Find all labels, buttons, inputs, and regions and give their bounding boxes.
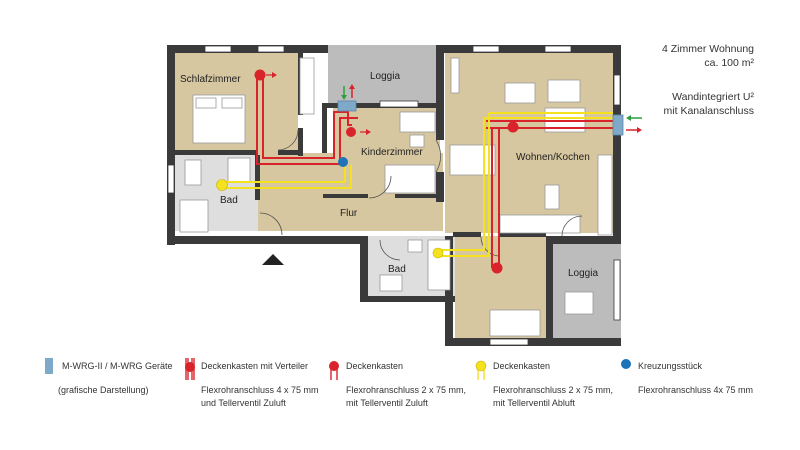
info-line-1: 4 Zimmer Wohnung bbox=[661, 43, 754, 55]
device-icon bbox=[45, 358, 53, 374]
doors bbox=[259, 129, 583, 261]
yellow-box-icon bbox=[475, 360, 487, 380]
legend-yellow-box-desc1: Flexrohranschluss 2 x 75 mm, bbox=[493, 385, 614, 395]
legend-red-distributor-desc2: und Tellerventil Zuluft bbox=[201, 398, 286, 408]
room-label-bad-1: Bad bbox=[220, 195, 238, 206]
legend-yellow-box-title: Deckenkasten bbox=[493, 361, 551, 371]
legend-yellow-box-desc2: mit Tellerventil Abluft bbox=[493, 398, 575, 408]
red-distributor-icon bbox=[185, 358, 195, 380]
legend-device-title: M-WRG-II / M-WRG Geräte bbox=[62, 361, 173, 371]
air-arrows bbox=[341, 84, 642, 133]
legend-cross-desc1: Flexrohranschluss 4x 75 mm bbox=[638, 385, 754, 395]
device-info: Wandintegriert U² mit Kanalanschluss bbox=[664, 90, 754, 118]
mwrg-device-2 bbox=[612, 114, 624, 136]
legend-cross-title: Kreuzungsstück bbox=[638, 361, 703, 371]
floor-loggia-1 bbox=[328, 45, 440, 103]
cross-piece-icon bbox=[621, 359, 631, 369]
walls bbox=[167, 45, 621, 346]
legend-red-box-desc1: Flexrohranschluss 2 x 75 mm, bbox=[346, 385, 467, 395]
red-box-icon bbox=[329, 361, 339, 380]
room-label-loggia-2: Loggia bbox=[568, 268, 598, 279]
legend-red-box-desc2: mit Tellerventil Zuluft bbox=[346, 398, 428, 408]
info-line-2: ca. 100 m² bbox=[704, 57, 754, 69]
legend-red-distributor-title: Deckenkasten mit Verteiler bbox=[201, 361, 309, 371]
info-line-4: mit Kanalanschluss bbox=[663, 105, 754, 117]
ceiling-boxes bbox=[216, 69, 519, 274]
apartment-info: 4 Zimmer Wohnung ca. 100 m² bbox=[662, 42, 754, 70]
room-label-loggia-1: Loggia bbox=[370, 71, 400, 82]
info-line-3: Wandintegriert U² bbox=[672, 91, 754, 103]
legend-red-box-title: Deckenkasten bbox=[346, 361, 404, 371]
floor-wohnen bbox=[445, 53, 613, 233]
room-label-flur: Flur bbox=[340, 208, 358, 219]
floor-loggia-2 bbox=[553, 244, 621, 338]
entrance-arrow-icon bbox=[262, 254, 284, 265]
room-label-wohnen: Wohnen/Kochen bbox=[516, 152, 590, 163]
room-label-bad-2: Bad bbox=[388, 264, 406, 275]
legend-device-note: (grafische Darstellung) bbox=[58, 385, 149, 395]
mwrg-device-1 bbox=[337, 100, 357, 112]
room-label-schlafzimmer: Schlafzimmer bbox=[180, 74, 241, 85]
windows bbox=[167, 45, 621, 346]
room-label-kinderzimmer: Kinderzimmer bbox=[361, 147, 423, 158]
legend-red-distributor-desc1: Flexrohranschluss 4 x 75 mm bbox=[201, 385, 319, 395]
exhaust-pipes bbox=[222, 112, 613, 257]
